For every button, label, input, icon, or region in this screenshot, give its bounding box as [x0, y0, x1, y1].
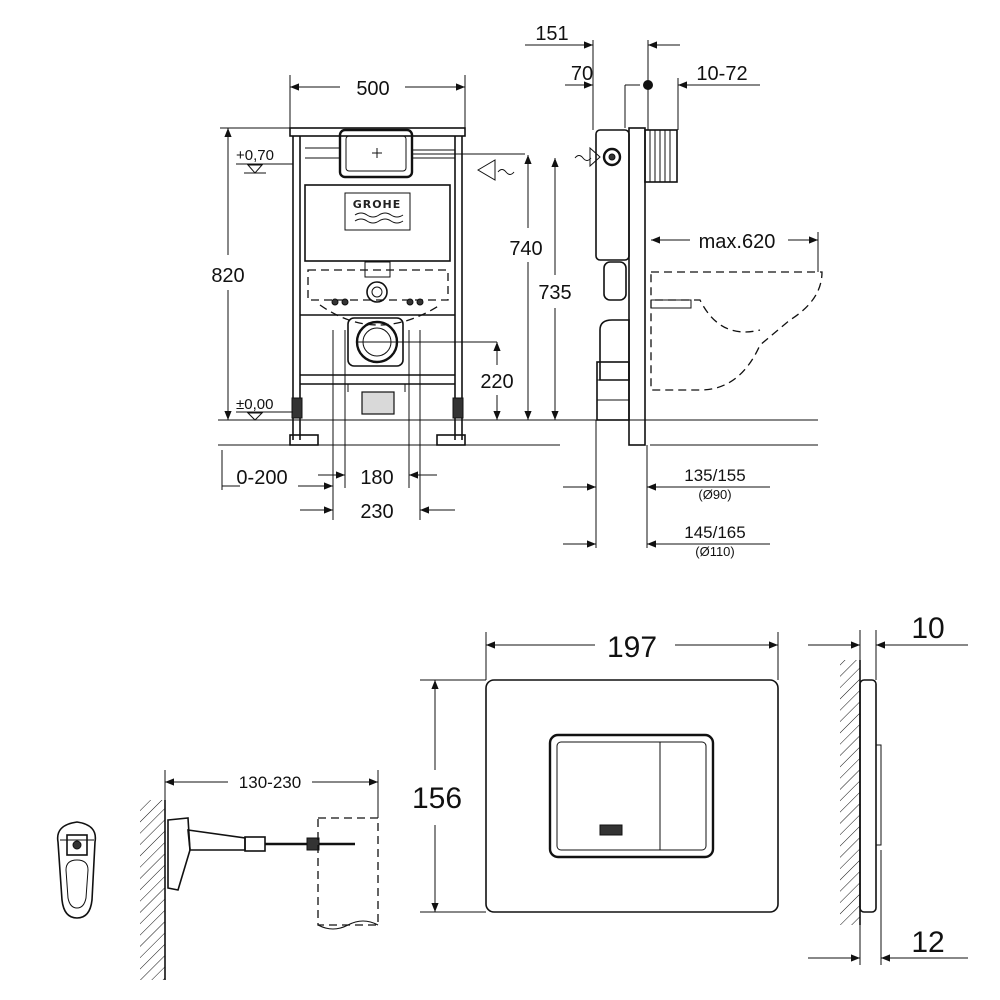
dim-180: 180	[360, 467, 393, 489]
flush-plate-front: 197 156	[412, 631, 779, 913]
dim-230: 230	[360, 501, 393, 523]
front-view: GROHE	[211, 75, 572, 523]
dim-145-165: 145/165	[684, 523, 745, 542]
dim-height-820: 820	[211, 265, 244, 287]
dim-220: 220	[480, 371, 513, 393]
level-zero-label: ±0,00	[236, 396, 273, 413]
dim-10-72: 10-72	[696, 63, 747, 85]
dim-156: 156	[412, 782, 462, 815]
dim-10: 10	[911, 612, 944, 645]
dim-735: 735	[538, 282, 571, 304]
dim-197: 197	[607, 631, 657, 664]
dim-0-200: 0-200	[236, 467, 287, 489]
dim-d90: (Ø90)	[698, 487, 731, 502]
dim-width-500: 500	[356, 78, 389, 100]
grohe-logo: GROHE	[353, 198, 402, 211]
anchor-front-icon	[56, 821, 97, 919]
dim-d110: (Ø110)	[695, 544, 735, 559]
dim-max-620: max.620	[699, 231, 776, 253]
frame	[289, 127, 466, 446]
dim-12: 12	[911, 926, 944, 959]
side-view: max.620 151 70 10-72 135/155 (Ø90) 145/1…	[525, 23, 823, 559]
dim-135-155: 135/155	[684, 466, 745, 485]
dim-130-230: 130-230	[239, 773, 301, 792]
dim-70: 70	[571, 63, 593, 85]
flush-plate-side: 10 12	[808, 612, 968, 965]
anchor-side-view: 130-230	[140, 770, 379, 980]
level-top-label: +0,70	[236, 147, 274, 164]
dim-151: 151	[535, 23, 568, 45]
dim-740: 740	[509, 238, 542, 260]
cistern: GROHE	[304, 128, 470, 262]
